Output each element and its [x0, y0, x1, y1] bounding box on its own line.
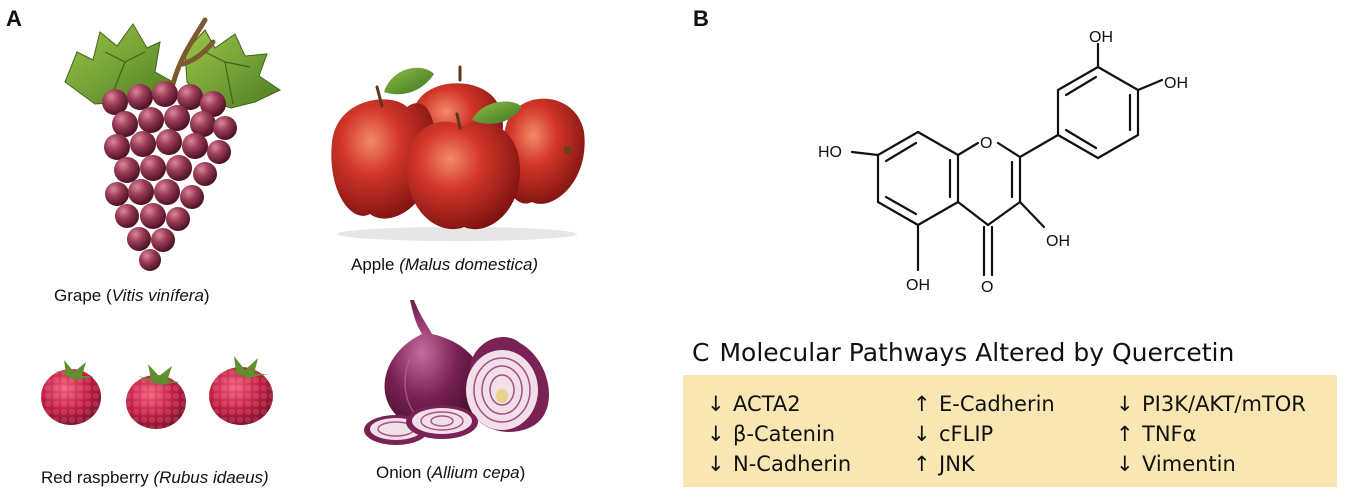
bond-b6	[1056, 133, 1100, 160]
raspberry-illustration	[41, 356, 273, 429]
up-arrow-icon: ↑	[1116, 422, 1134, 446]
pathway-item: ↓PI3K/AKT/mTOR	[1116, 389, 1306, 419]
bond-4p-oh	[1136, 78, 1164, 92]
pathway-item: ↑TNFα	[1116, 419, 1306, 449]
down-arrow-icon: ↓	[707, 452, 725, 476]
bond-a4	[916, 200, 960, 227]
bond-link	[1018, 133, 1060, 159]
apple-illustration	[331, 65, 585, 241]
pathway-item: ↓β-Catenin	[707, 419, 851, 449]
panel-c-title: C Molecular Pathways Altered by Quercetin	[692, 338, 1234, 367]
bond-b3	[1096, 65, 1140, 92]
raspberry-caption: Red raspberry (Rubus idaeus)	[41, 468, 269, 487]
pathways-column-1: ↓ACTA2 ↓β-Catenin ↓N-Cadherin	[707, 389, 851, 479]
ho-left-label: HO	[818, 144, 842, 161]
grape-illustration	[64, 17, 282, 271]
ring-oxygen-label: O	[980, 135, 992, 152]
bond-c5	[956, 200, 990, 227]
panel-a-label: A	[6, 6, 22, 31]
down-arrow-icon: ↓	[913, 422, 931, 446]
up-arrow-icon: ↑	[913, 392, 931, 416]
oh-c5-label: OH	[906, 277, 930, 294]
panel-c-title-text: Molecular Pathways Altered by Quercetin	[719, 338, 1235, 367]
quercetin-structure: OH OH HO O OH OH O	[818, 29, 1188, 296]
down-arrow-icon: ↓	[707, 392, 725, 416]
bond-c1	[956, 141, 980, 157]
bond-a2	[916, 130, 960, 157]
bond-c4	[986, 200, 1022, 227]
bond-c2	[996, 141, 1022, 159]
panel-b-label: B	[693, 6, 709, 31]
bond-a-double1	[884, 141, 918, 163]
apple-caption: Apple (Malus domestica)	[351, 255, 539, 274]
pathways-column-3: ↓PI3K/AKT/mTOR ↑TNFα ↓Vimentin	[1116, 389, 1306, 479]
pathway-item: ↓Vimentin	[1116, 449, 1306, 479]
bond-a1	[876, 130, 920, 157]
pathway-item: ↓N-Cadherin	[707, 449, 851, 479]
bond-3oh	[1018, 200, 1046, 229]
up-arrow-icon: ↑	[913, 452, 931, 476]
carbonyl-oxygen-label: O	[981, 279, 993, 296]
bond-b2	[1056, 65, 1100, 92]
panel-c-label: C	[692, 338, 710, 367]
pathway-item: ↑JNK	[913, 449, 1055, 479]
pathway-item: ↑E-Cadherin	[913, 389, 1055, 419]
bond-a5	[876, 200, 920, 227]
bond-b-double3	[1064, 128, 1098, 150]
bond-a-double3	[884, 195, 918, 216]
pathways-box: ↓ACTA2 ↓β-Catenin ↓N-Cadherin ↑E-Cadheri…	[683, 375, 1337, 487]
oh-top-label: OH	[1089, 29, 1113, 46]
oh-right-label: OH	[1164, 75, 1188, 92]
bond-b-double1	[1064, 75, 1098, 97]
down-arrow-icon: ↓	[1116, 452, 1134, 476]
oh-c3-label: OH	[1046, 233, 1070, 250]
down-arrow-icon: ↓	[1116, 392, 1134, 416]
pathway-item: ↓cFLIP	[913, 419, 1055, 449]
pathway-item: ↓ACTA2	[707, 389, 851, 419]
onion-caption: Onion (Allium cepa)	[376, 463, 526, 482]
onion-illustration	[364, 300, 549, 445]
bond-b5	[1096, 133, 1140, 160]
down-arrow-icon: ↓	[707, 422, 725, 446]
bond-7oh	[850, 150, 880, 157]
pathways-column-2: ↑E-Cadherin ↓cFLIP ↑JNK	[913, 389, 1055, 479]
grape-caption: Grape (Vitis vinífera)	[54, 286, 210, 305]
